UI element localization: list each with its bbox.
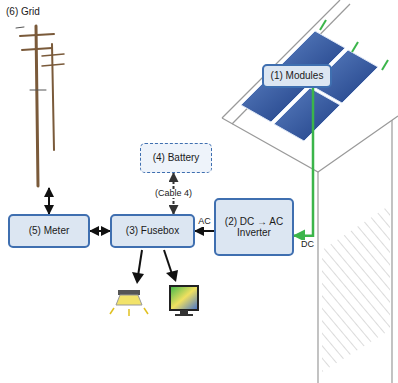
node-label: (2) DC → AC Inverter bbox=[216, 214, 292, 241]
house-wall bbox=[391, 120, 392, 383]
crossbar bbox=[42, 64, 64, 66]
connector-arrow bbox=[90, 230, 110, 232]
load-arrow bbox=[138, 250, 142, 276]
lamp-light bbox=[116, 295, 142, 305]
transformer bbox=[30, 90, 46, 91]
load-arrow bbox=[164, 250, 172, 274]
load-arrows bbox=[132, 250, 178, 284]
utility-pole bbox=[16, 26, 64, 186]
pole bbox=[52, 44, 54, 150]
light-ray bbox=[144, 308, 148, 314]
crossbar bbox=[20, 34, 54, 36]
solar-modules bbox=[241, 31, 378, 141]
connector-arrow bbox=[294, 88, 313, 236]
edge-label: AC bbox=[196, 217, 213, 227]
arrowhead bbox=[166, 270, 178, 282]
crossbar bbox=[22, 48, 52, 50]
arrowhead bbox=[132, 272, 144, 284]
battery-box: (4) Battery bbox=[140, 143, 212, 173]
mount-post bbox=[320, 20, 326, 30]
house-outline bbox=[222, 0, 398, 383]
panel-mounts bbox=[320, 20, 388, 70]
mount-post bbox=[352, 42, 358, 52]
edge-label: DC bbox=[299, 240, 316, 250]
node-label: (4) Battery bbox=[149, 150, 204, 166]
monitor-icon bbox=[170, 286, 198, 316]
monitor-stand bbox=[180, 310, 188, 314]
connector-arrow bbox=[48, 188, 50, 214]
monitor-base bbox=[175, 314, 193, 316]
lamp-icon bbox=[110, 290, 148, 316]
light-ray bbox=[128, 309, 130, 316]
wall-hatching bbox=[322, 205, 390, 372]
lamp-shade bbox=[118, 290, 140, 295]
mount-post bbox=[382, 60, 388, 70]
node-label: (6) Grid bbox=[4, 6, 42, 18]
monitor-screen bbox=[170, 286, 198, 310]
crossbar bbox=[42, 54, 64, 56]
fusebox-box: (3) Fusebox bbox=[110, 214, 195, 248]
module-label-box: (1) Modules bbox=[262, 64, 332, 88]
node-label: (1) Modules bbox=[267, 68, 328, 84]
meter-box: (5) Meter bbox=[8, 214, 90, 248]
inverter-box: (2) DC → AC Inverter bbox=[214, 198, 294, 256]
edge-label: (Cable 4) bbox=[153, 189, 194, 199]
light-ray bbox=[110, 308, 114, 314]
wire bbox=[16, 27, 24, 28]
node-label: (3) Fusebox bbox=[122, 223, 183, 239]
node-label: (5) Meter bbox=[25, 223, 74, 239]
grid-node: (6) Grid bbox=[4, 6, 64, 188]
house-wall bbox=[317, 172, 318, 383]
connector-arrow bbox=[195, 230, 214, 232]
